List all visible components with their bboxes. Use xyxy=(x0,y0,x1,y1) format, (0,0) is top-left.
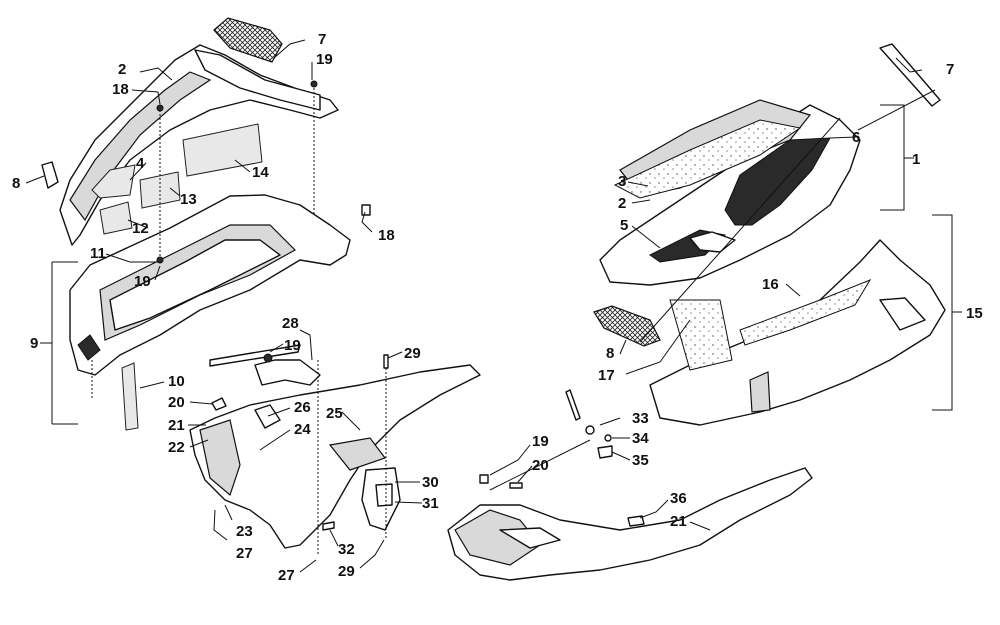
leader-lines xyxy=(25,39,936,573)
label-9: 9 xyxy=(30,335,38,352)
label-7-left: 7 xyxy=(318,31,326,48)
assembly-lines xyxy=(91,88,387,555)
label-7-right: 7 xyxy=(946,61,954,78)
label-21-left: 21 xyxy=(168,417,185,434)
right-hood xyxy=(599,43,941,286)
label-21-right: 21 xyxy=(670,513,687,530)
label-29-top: 29 xyxy=(404,345,421,362)
label-8-left: 8 xyxy=(12,175,20,192)
label-1: 1 xyxy=(912,151,920,168)
label-10: 10 xyxy=(168,373,185,390)
label-22: 22 xyxy=(168,439,185,456)
label-18-right: 18 xyxy=(378,227,395,244)
label-31: 31 xyxy=(422,495,439,512)
label-19-right: 19 xyxy=(532,433,549,450)
label-15: 15 xyxy=(966,305,983,322)
label-19-top: 19 xyxy=(316,51,333,68)
label-19-mid: 19 xyxy=(134,273,151,290)
label-28: 28 xyxy=(282,315,299,332)
label-2-right: 2 xyxy=(618,195,626,212)
label-19-center: 19 xyxy=(284,337,301,354)
label-34: 34 xyxy=(632,430,649,447)
part-labels: 1 2 2 3 4 5 6 7 7 8 8 9 10 11 12 13 14 1… xyxy=(12,31,983,584)
label-33: 33 xyxy=(632,410,649,427)
label-2-left: 2 xyxy=(118,61,126,78)
left-decals xyxy=(91,123,263,235)
label-4: 4 xyxy=(136,155,145,172)
right-skid-pan xyxy=(447,467,813,581)
label-32: 32 xyxy=(338,541,355,558)
label-17: 17 xyxy=(598,367,615,384)
label-26: 26 xyxy=(294,399,311,416)
label-6: 6 xyxy=(852,129,860,146)
label-27-bottom: 27 xyxy=(278,567,295,584)
label-13: 13 xyxy=(180,191,197,208)
label-25: 25 xyxy=(326,405,343,422)
bracket-9 xyxy=(40,261,78,425)
label-24: 24 xyxy=(294,421,311,438)
label-18-top: 18 xyxy=(112,81,129,98)
left-belly-pan xyxy=(189,344,481,549)
bracket-15 xyxy=(932,214,962,411)
label-11: 11 xyxy=(90,245,106,262)
bracket-1 xyxy=(880,104,914,211)
label-27-left: 27 xyxy=(236,545,253,562)
label-20-left: 20 xyxy=(168,394,185,411)
label-20-right: 20 xyxy=(532,457,549,474)
label-8-right: 8 xyxy=(606,345,614,362)
label-3: 3 xyxy=(618,173,626,190)
label-36: 36 xyxy=(670,490,687,507)
label-12: 12 xyxy=(132,220,149,237)
label-5: 5 xyxy=(620,217,628,234)
label-29-bottom: 29 xyxy=(338,563,355,580)
label-23: 23 xyxy=(236,523,253,540)
label-14: 14 xyxy=(252,164,269,181)
right-lower-body xyxy=(593,239,946,426)
fasteners xyxy=(156,80,645,531)
left-lower-body xyxy=(69,194,351,431)
label-30: 30 xyxy=(422,474,439,491)
label-16: 16 xyxy=(762,276,779,293)
label-35: 35 xyxy=(632,452,649,469)
